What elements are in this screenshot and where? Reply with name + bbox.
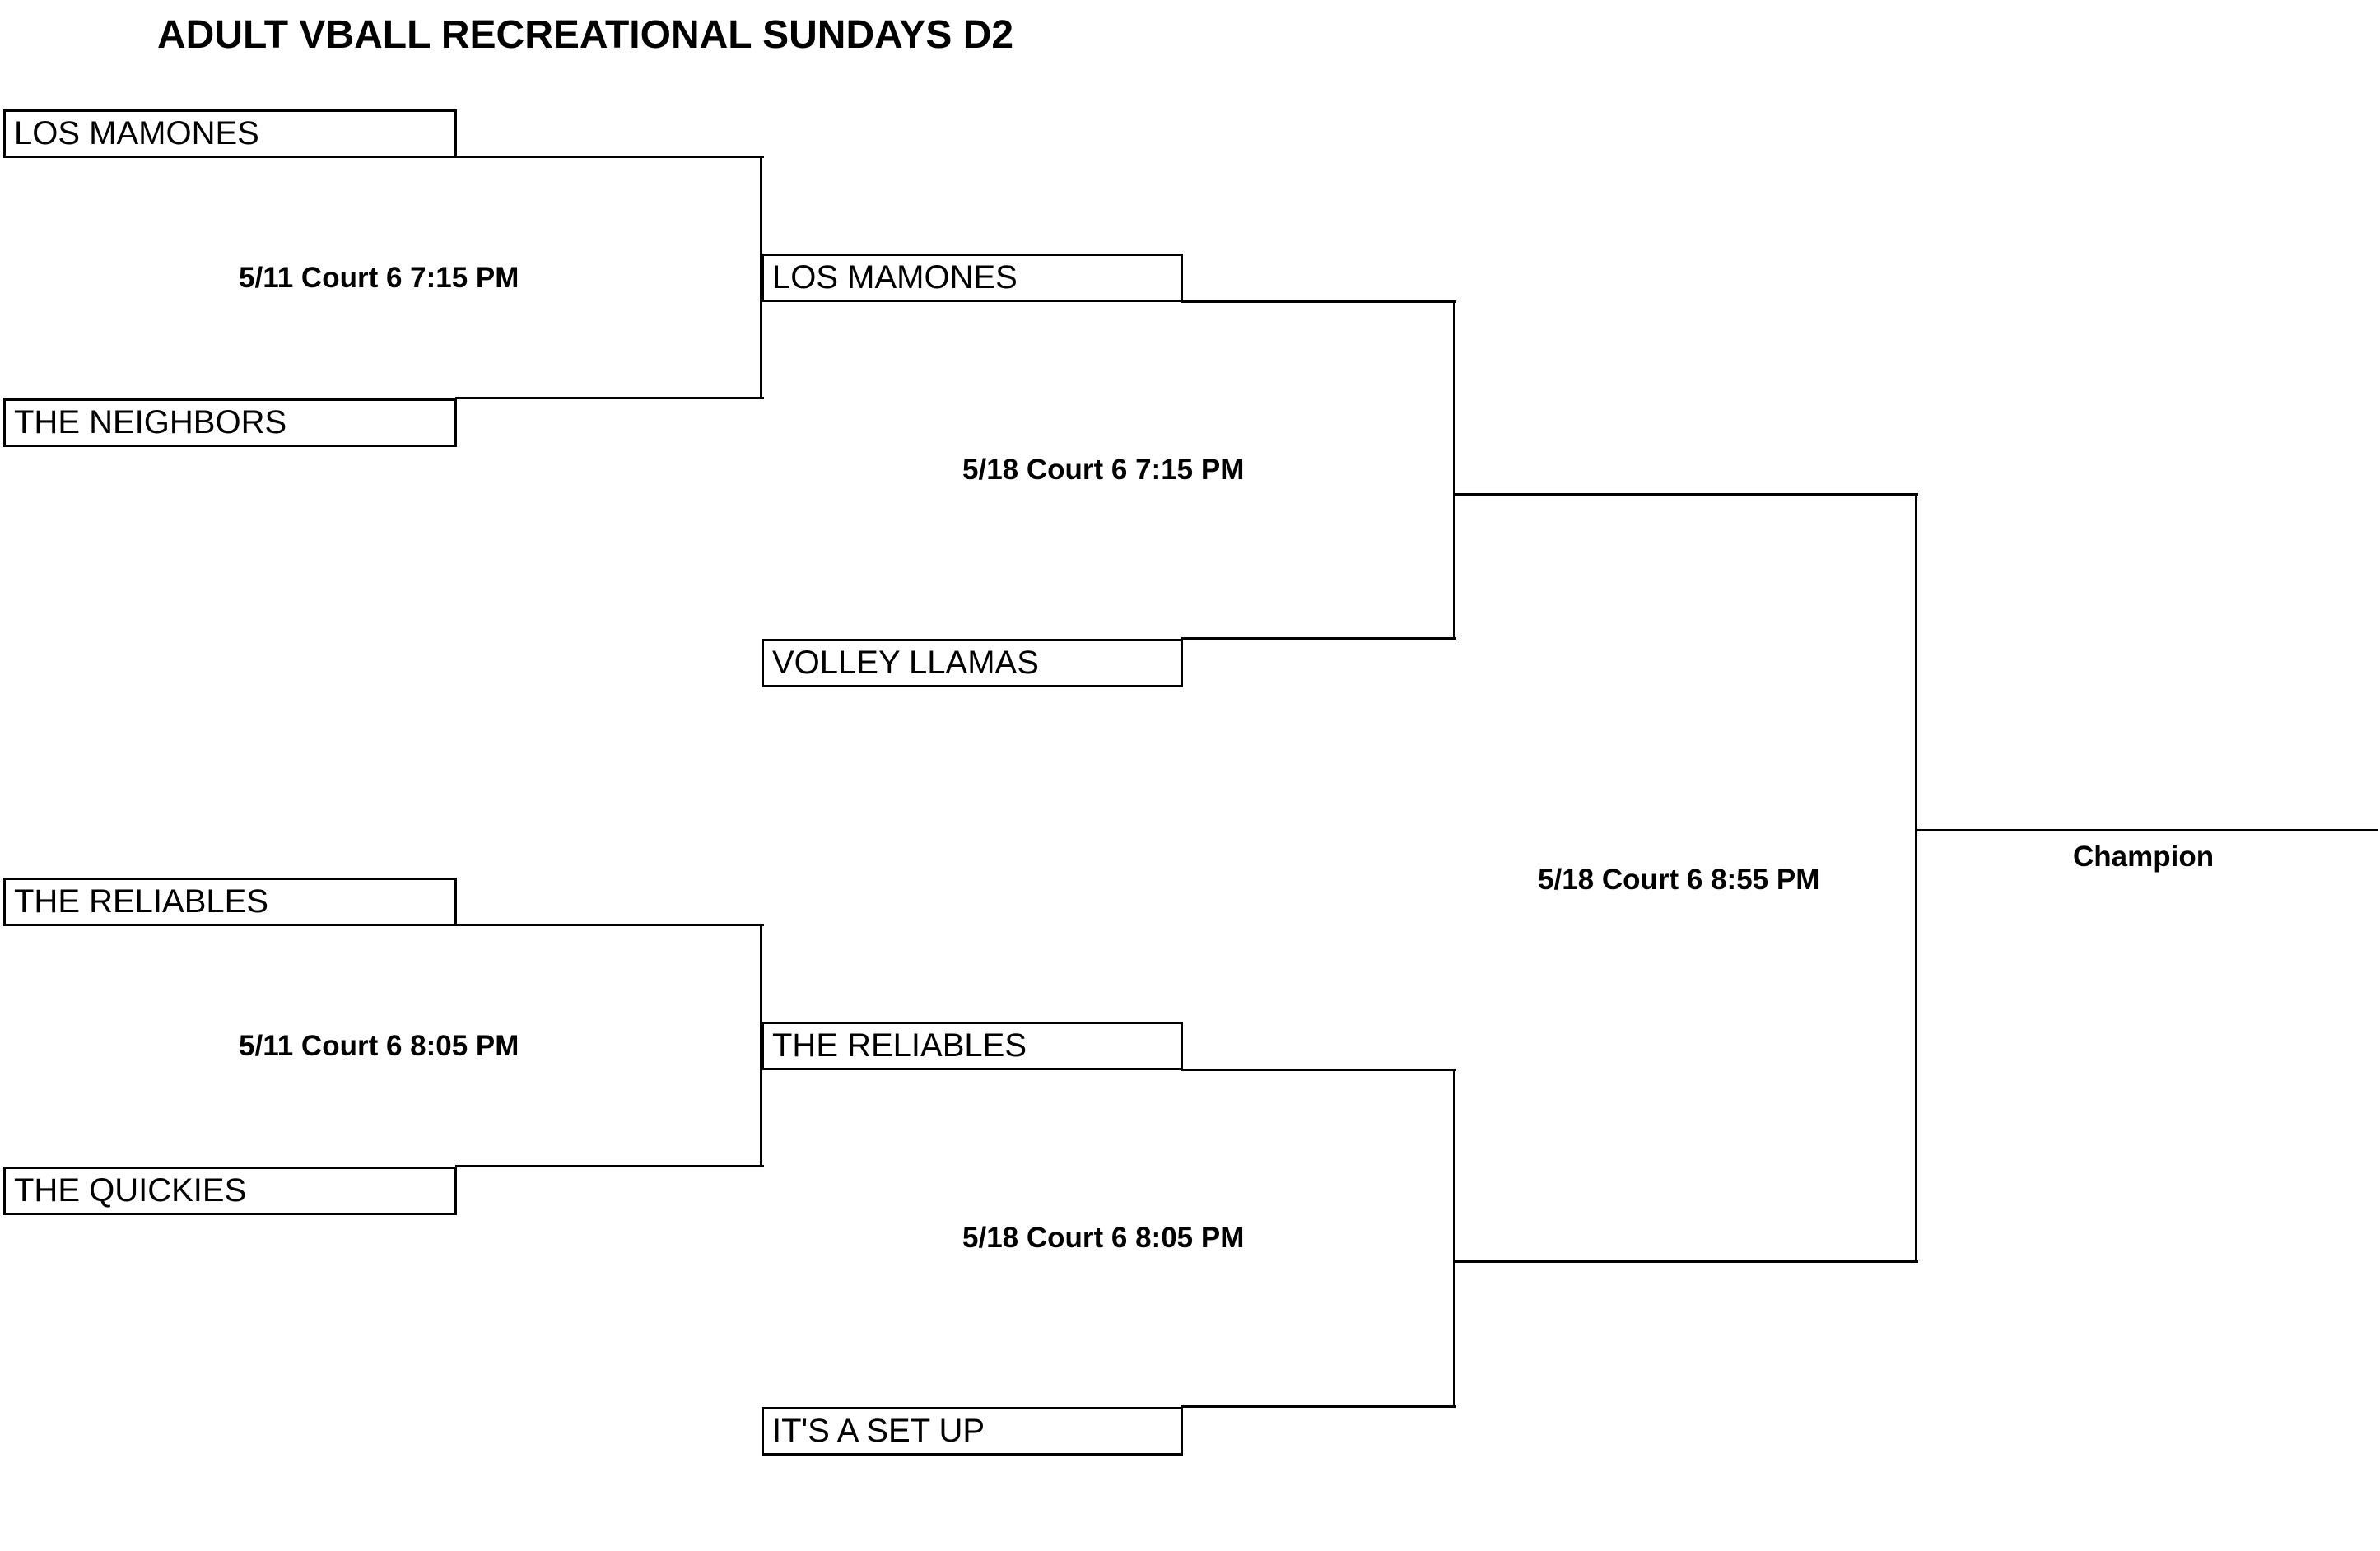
round2-match1-team-bottom: VOLLEY LLAMAS <box>762 639 1183 687</box>
bracket-connector <box>455 924 764 926</box>
bracket-connector <box>1453 493 1918 496</box>
round2-match2-team-top: THE RELIABLES <box>762 1022 1183 1070</box>
round2-match1-team-top: LOS MAMONES <box>762 254 1183 302</box>
round2-match2-schedule: 5/18 Court 6 8:05 PM <box>962 1222 1245 1254</box>
bracket-connector <box>1453 1260 1918 1263</box>
round1-match1-schedule: 5/11 Court 6 7:15 PM <box>239 262 519 294</box>
bracket-connector <box>455 397 764 399</box>
bracket-connector <box>1453 300 1455 640</box>
round1-match1-team-bottom: THE NEIGHBORS <box>3 398 457 447</box>
bracket-connector <box>1181 1069 1456 1071</box>
round1-match1-team-top: LOS MAMONES <box>3 109 457 158</box>
champion-line <box>1915 829 2378 831</box>
round1-match2-team-bottom: THE QUICKIES <box>3 1167 457 1215</box>
bracket-connector <box>1181 1405 1456 1408</box>
bracket-connector <box>1181 637 1456 640</box>
round1-match2-team-top: THE RELIABLES <box>3 878 457 926</box>
round2-match1-schedule: 5/18 Court 6 7:15 PM <box>962 454 1245 486</box>
page-title: ADULT VBALL RECREATIONAL SUNDAYS D2 <box>157 13 1014 57</box>
bracket-connector <box>1915 493 1917 1263</box>
bracket-connector <box>1453 1069 1455 1408</box>
round1-match2-schedule: 5/11 Court 6 8:05 PM <box>239 1030 519 1062</box>
bracket-connector <box>455 156 764 158</box>
final-schedule: 5/18 Court 6 8:55 PM <box>1538 864 1820 896</box>
champion-label: Champion <box>2073 841 2215 873</box>
bracket-connector <box>760 924 762 1167</box>
round2-match2-team-bottom: IT'S A SET UP <box>762 1407 1183 1456</box>
bracket-connector <box>1181 300 1456 303</box>
bracket-connector <box>760 156 762 399</box>
bracket-connector <box>455 1165 764 1167</box>
